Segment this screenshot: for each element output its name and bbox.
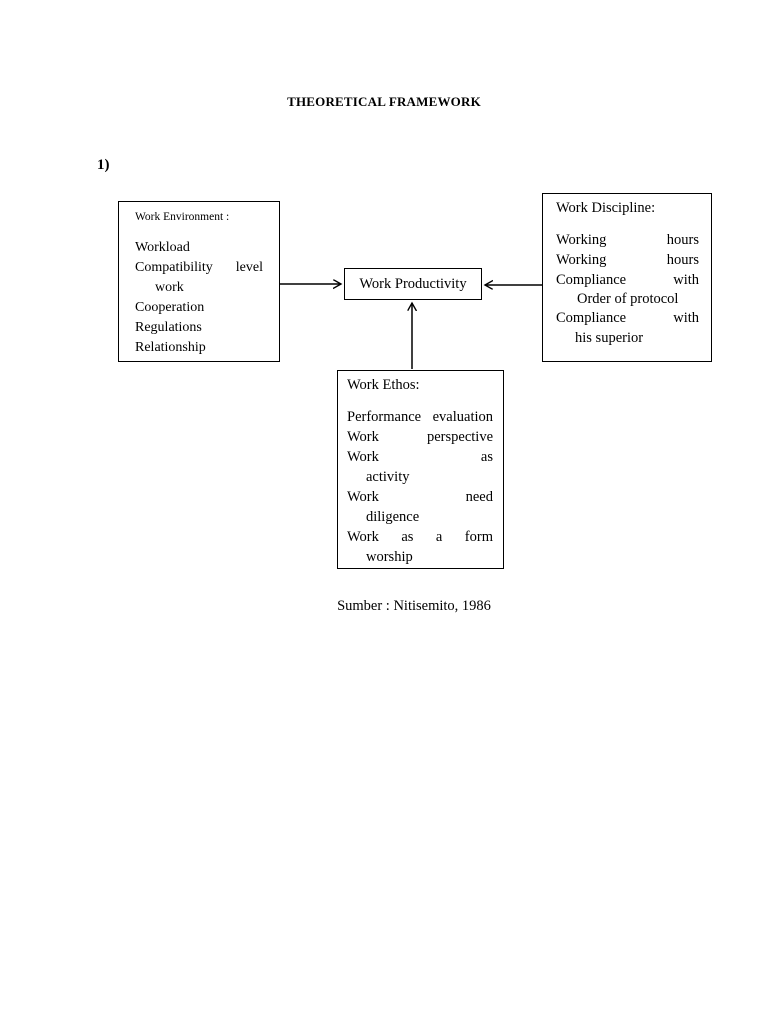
environment-item: Regulations <box>135 320 202 335</box>
discipline-item: Compliance with <box>556 310 699 326</box>
ethos-item-continuation: diligence <box>366 509 420 525</box>
environment-heading: Work Environment : <box>135 211 230 223</box>
ethos-heading: Work Ethos: <box>347 377 420 393</box>
ethos-item-continuation: worship <box>366 549 413 565</box>
productivity-label: Work Productivity <box>359 275 467 292</box>
work-discipline-box: Work Discipline: Working hours Working h… <box>542 193 712 362</box>
environment-item: Compatibility level <box>135 260 263 275</box>
source-caption: Sumber : Nitisemito, 1986 <box>337 598 491 614</box>
discipline-item: Working hours <box>556 252 699 268</box>
list-marker: 1) <box>97 157 110 173</box>
work-ethos-box: Work Ethos: Performance evaluation Work … <box>337 370 504 569</box>
discipline-item-continuation: his superior <box>575 330 644 346</box>
discipline-heading: Work Discipline: <box>556 200 656 216</box>
ethos-item-continuation: activity <box>366 469 410 485</box>
environment-item: Relationship <box>135 340 206 355</box>
ethos-item: Work as <box>347 449 493 465</box>
ethos-item: Performance evaluation <box>347 409 493 425</box>
work-environment-box: Work Environment : Workload Compatibilit… <box>118 201 280 362</box>
discipline-item: Compliance with <box>556 272 699 288</box>
ethos-item: Work perspective <box>347 429 493 445</box>
environment-item-continuation: work <box>155 280 184 295</box>
ethos-item: Work need <box>347 489 493 505</box>
ethos-item: Work as a form <box>347 529 493 545</box>
page-title: THEORETICAL FRAMEWORK <box>287 94 481 109</box>
environment-item: Workload <box>135 240 190 255</box>
work-productivity-box: Work Productivity <box>344 268 482 300</box>
discipline-item: Working hours <box>556 232 699 248</box>
discipline-item-continuation: Order of protocol <box>577 291 679 307</box>
environment-item: Cooperation <box>135 300 205 315</box>
